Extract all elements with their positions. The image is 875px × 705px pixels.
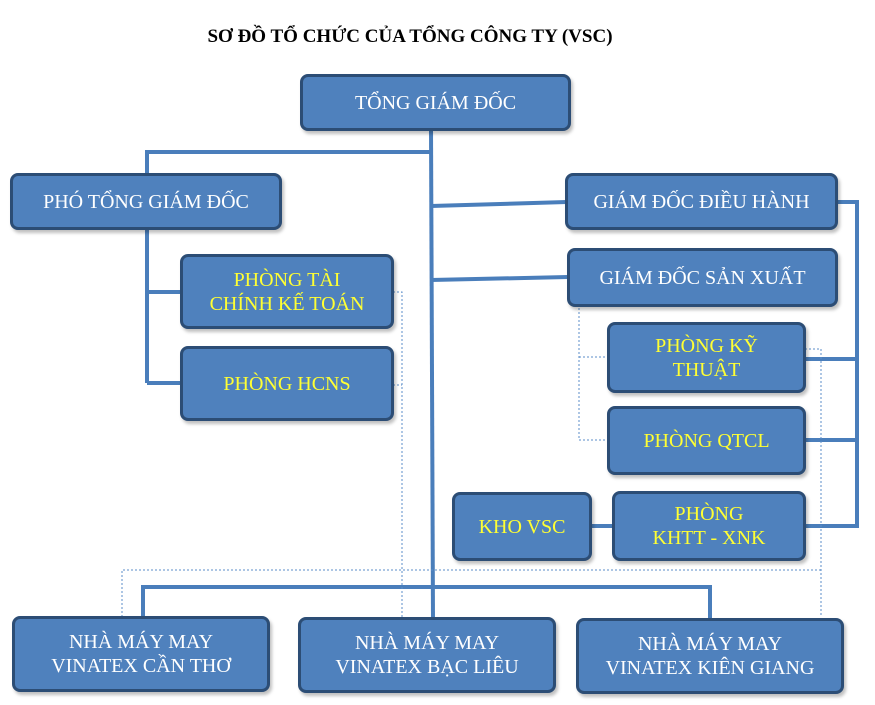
ceo-box: TỔNG GIÁM ĐỐC [300,74,571,131]
chart-title: SƠ ĐỒ TỔ CHỨC CỦA TỔNG CÔNG TY (VSC) [207,26,613,47]
qc-dept-box: PHÒNG QTCL [607,406,806,475]
warehouse-box: KHO VSC [452,492,592,561]
tech-dept-box: PHÒNG KỸ THUẬT [607,322,806,393]
finance-dept-box: PHÒNG TÀI CHÍNH KẾ TOÁN [180,254,394,329]
deputy-ceo-box: PHÓ TỔNG GIÁM ĐỐC [10,173,282,230]
factory-baclieu-box: NHÀ MÁY MAY VINATEX BẠC LIÊU [298,617,556,693]
exec-director-box: GIÁM ĐỐC ĐIỀU HÀNH [565,173,838,230]
factory-kiengiang-box: NHÀ MÁY MAY VINATEX KIÊN GIANG [576,618,844,694]
factory-cantho-box: NHÀ MÁY MAY VINATEX CẦN THƠ [12,616,270,692]
hr-dept-box: PHÒNG HCNS [180,346,394,421]
production-director-box: GIÁM ĐỐC SẢN XUẤT [567,248,838,307]
planning-dept-box: PHÒNG KHTT - XNK [612,491,806,561]
